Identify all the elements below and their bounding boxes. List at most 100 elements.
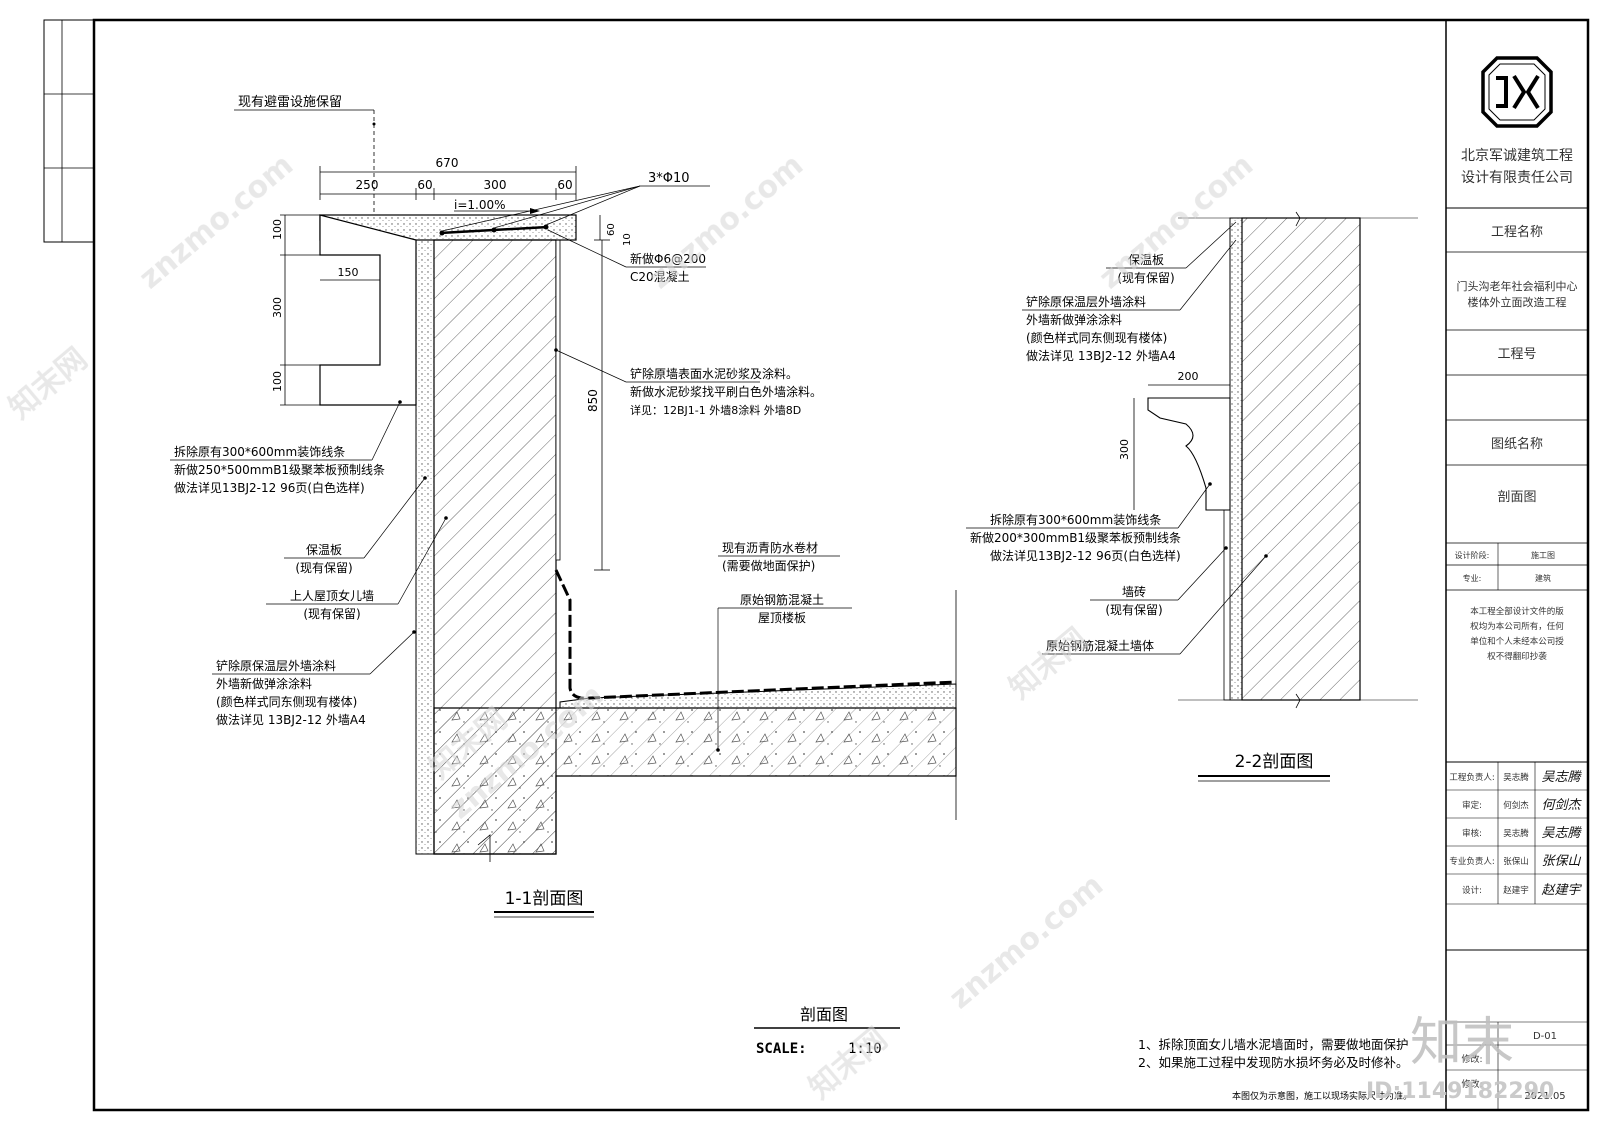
sig-name-2: 何剑杰 bbox=[1503, 800, 1529, 811]
section-2-title: 2-2剖面图 bbox=[1235, 752, 1314, 772]
dim-60-b: 60 bbox=[557, 178, 572, 192]
drawing-name-value: 剖面图 bbox=[1497, 490, 1536, 505]
dim-850: 850 bbox=[586, 389, 600, 412]
note2-molding-3: 做法详见13BJ2-12 96页(白色选样) bbox=[990, 548, 1181, 563]
note-coating-3: (颜色样式同东侧现有楼体) bbox=[216, 694, 357, 709]
dim-300-left: 300 bbox=[271, 297, 284, 318]
sig-role-1: 工程负责人: bbox=[1449, 772, 1494, 783]
watermark-brand-4: 知末网 bbox=[803, 1021, 894, 1106]
note2-insulation-1: 保温板 bbox=[1128, 253, 1164, 267]
note-parapet-2: (现有保留) bbox=[303, 607, 360, 621]
dim-300: 300 bbox=[484, 178, 507, 192]
note2-coating-3: (颜色样式同东侧现有楼体) bbox=[1026, 330, 1167, 345]
project-name-line2: 楼体外立面改造工程 bbox=[1468, 295, 1567, 309]
drawing-date: 2021.05 bbox=[1524, 1091, 1565, 1102]
company-name-line1: 北京军诚建筑工程 bbox=[1461, 148, 1573, 164]
note2-insulation-2: (现有保留) bbox=[1117, 271, 1174, 285]
note2-coating-4: 做法详见 13BJ2-12 外墙A4 bbox=[1026, 348, 1176, 363]
sig-name-1: 吴志腾 bbox=[1503, 772, 1529, 783]
sig-sign-1: 吴志腾 bbox=[1541, 770, 1582, 785]
lightning-note: 现有避雷设施保留 bbox=[238, 95, 342, 110]
section-2-2: 200 300 保温板 (现有保留) 铲除原保温层外墙涂料 外墙新做弹涂涂料 (… bbox=[966, 211, 1418, 782]
stage-label: 设计阶段: bbox=[1455, 550, 1490, 560]
section-1-title: 1-1剖面图 bbox=[505, 889, 584, 909]
dim-150: 150 bbox=[338, 266, 359, 279]
note-1: 1、拆除顶面女儿墙水泥墙面时，需要做地面保护 bbox=[1138, 1037, 1408, 1052]
note2-brick-1: 墙砖 bbox=[1122, 584, 1146, 599]
copyright-line4: 权不得翻印抄袭 bbox=[1487, 651, 1547, 662]
discipline-value: 建筑 bbox=[1535, 573, 1551, 583]
note2-molding-2: 新做200*300mmB1级聚苯板预制线条 bbox=[970, 530, 1181, 545]
watermark-site-5: znzmo.com bbox=[943, 868, 1110, 1016]
section-1-1: 670 250 60 300 60 i=1.00% 现有避雷设施保留 3*Φ10… bbox=[170, 95, 957, 918]
copyright-line1: 本工程全部设计文件的版 bbox=[1470, 606, 1564, 617]
copyright-line2: 权均为本公司所有，任何 bbox=[1470, 621, 1564, 632]
sig-sign-5: 赵建宇 bbox=[1541, 883, 1582, 898]
project-name-line1: 门头沟老年社会福利中心 bbox=[1457, 279, 1578, 293]
sig-name-5: 赵建宇 bbox=[1503, 885, 1529, 896]
note-wall-1: 铲除原墙表面水泥砂浆及涂料。 bbox=[630, 366, 798, 381]
sig-name-4: 张保山 bbox=[1503, 856, 1529, 867]
scale-value: 1:10 bbox=[848, 1041, 882, 1057]
waterproof-membrane bbox=[554, 569, 957, 700]
note-molding-2: 新做250*500mmB1级聚苯板预制线条 bbox=[174, 462, 385, 477]
title-block: 北京军诚建筑工程 设计有限责任公司 工程名称 门头沟老年社会福利中心 楼体外立面… bbox=[1445, 20, 1588, 1110]
sig-role-2: 审定: bbox=[1462, 800, 1482, 811]
note-wall-3: 详见：12BJ1-1 外墙8涂料 外墙8D bbox=[630, 403, 801, 417]
dim-10-v: 10 bbox=[622, 233, 633, 246]
sig-role-5: 设计: bbox=[1462, 885, 1482, 896]
concrete-note: C20混凝土 bbox=[630, 269, 690, 284]
stage-value: 施工图 bbox=[1531, 550, 1555, 560]
watermark-brand-1: 知末网 bbox=[3, 341, 94, 426]
drawing-name-label: 图纸名称 bbox=[1491, 436, 1543, 452]
dim-100-bottom: 100 bbox=[271, 371, 284, 392]
rc-wall bbox=[1241, 217, 1361, 701]
note-parapet-1: 上人屋顶女儿墙 bbox=[290, 588, 374, 603]
rebar-main-note: 3*Φ10 bbox=[648, 171, 690, 186]
project-name-label: 工程名称 bbox=[1491, 224, 1543, 240]
sig-sign-3: 吴志腾 bbox=[1541, 826, 1582, 841]
note-molding-1: 拆除原有300*600mm装饰线条 bbox=[174, 444, 345, 459]
footer-note: 本图仅为示意图，施工以现场实际尺寸为准。 bbox=[1232, 1090, 1412, 1102]
screed-layer bbox=[559, 683, 957, 709]
note-molding-3: 做法详见13BJ2-12 96页(白色选样) bbox=[174, 480, 365, 495]
note2-coating-2: 外墙新做弹涂涂料 bbox=[1026, 312, 1122, 327]
watermark-site-2: znzmo.com bbox=[643, 148, 810, 296]
sig-sign-4: 张保山 bbox=[1541, 854, 1581, 869]
drawing-number: D-01 bbox=[1533, 1031, 1557, 1042]
note-coating-1: 铲除原保温层外墙涂料 bbox=[216, 658, 336, 673]
note-2: 2、如果施工过程中发现防水损坏务必及时修补。 bbox=[1138, 1055, 1408, 1070]
scale-label: SCALE: bbox=[756, 1041, 807, 1057]
company-name-line2: 设计有限责任公司 bbox=[1461, 170, 1573, 186]
dim-100-top: 100 bbox=[271, 219, 284, 240]
sig-role-4: 专业负责人: bbox=[1449, 856, 1494, 867]
watermark-brand-3: 知末网 bbox=[1003, 621, 1094, 706]
note2-brick-2: (现有保留) bbox=[1105, 603, 1162, 617]
note2-rc-wall: 原始钢筋混凝土墙体 bbox=[1046, 638, 1154, 653]
main-title-block: 剖面图 SCALE: 1:10 bbox=[754, 1005, 900, 1057]
project-no-label: 工程号 bbox=[1497, 347, 1536, 362]
molding-profile bbox=[319, 214, 417, 406]
company-logo bbox=[1481, 56, 1553, 128]
note-coating-4: 做法详见 13BJ2-12 外墙A4 bbox=[216, 712, 366, 727]
note-insulation-1: 保温板 bbox=[306, 543, 342, 557]
note-coating-2: 外墙新做弹涂涂料 bbox=[216, 676, 312, 691]
note-slab-2: 屋顶楼板 bbox=[758, 610, 806, 625]
note-slab-1: 原始钢筋混凝土 bbox=[740, 592, 824, 607]
dim-200: 200 bbox=[1178, 370, 1199, 383]
rebar-stirrup-note: 新做Φ6@200 bbox=[630, 251, 706, 266]
dim-60-a: 60 bbox=[417, 178, 432, 192]
copyright-line3: 单位和个人未经本公司授 bbox=[1470, 636, 1564, 647]
note-waterproof-2: (需要做地面保护) bbox=[722, 558, 815, 573]
note-insulation-2: (现有保留) bbox=[295, 561, 352, 575]
note-waterproof-1: 现有沥青防水卷材 bbox=[722, 540, 818, 555]
revision-label: 修改: bbox=[1461, 1053, 1482, 1065]
dim-250: 250 bbox=[356, 178, 379, 192]
note2-coating-1: 铲除原保温层外墙涂料 bbox=[1026, 294, 1146, 309]
discipline-label: 专业: bbox=[1463, 573, 1482, 583]
watermark-id: ID:1149182290 bbox=[1366, 1079, 1554, 1104]
watermarks: znzmo.com znzmo.com znzmo.com znzmo.com … bbox=[3, 148, 1260, 1106]
sig-role-3: 审核: bbox=[1462, 828, 1482, 839]
dim-670: 670 bbox=[436, 156, 459, 170]
